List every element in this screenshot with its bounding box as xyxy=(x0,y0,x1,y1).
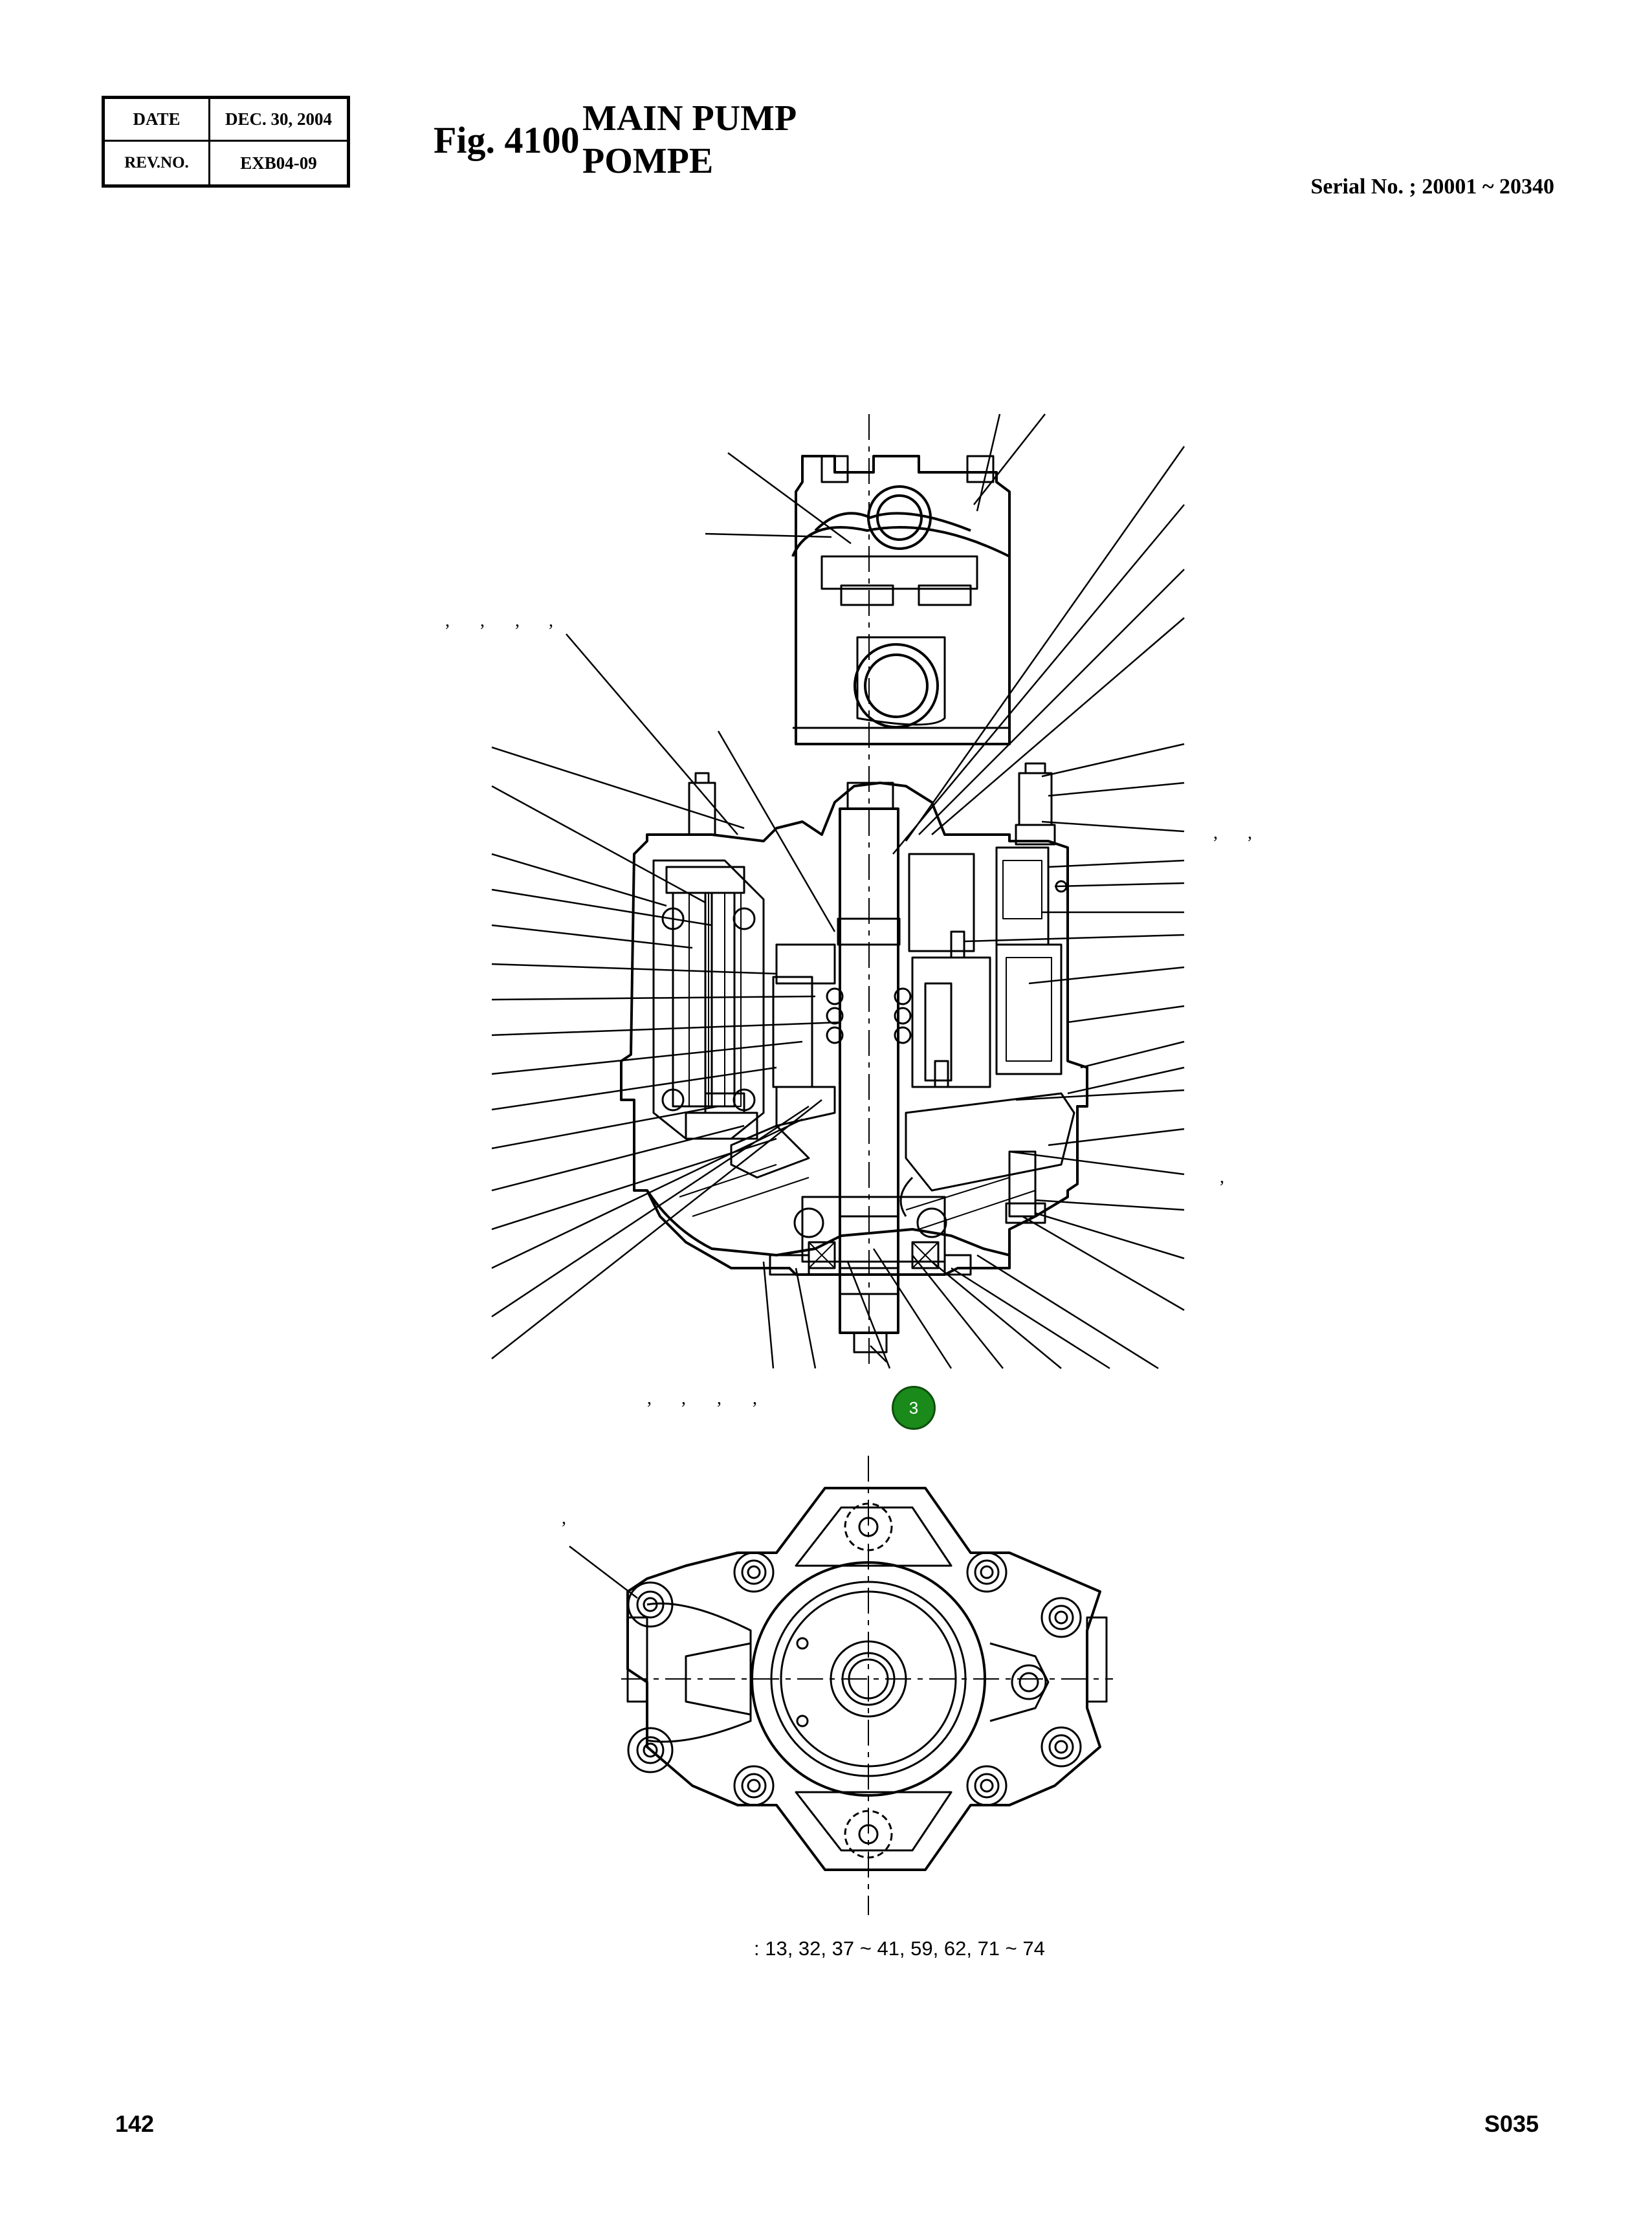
title-french: POMPE xyxy=(582,141,714,181)
rev-value: EXB04-09 xyxy=(240,153,317,173)
serial-range: Serial No. ; 20001 ~ 20340 xyxy=(1310,175,1554,199)
mark-11: , xyxy=(753,1388,757,1408)
mark-6: , xyxy=(1248,823,1252,843)
mark-10: , xyxy=(717,1388,721,1408)
mark-9: , xyxy=(681,1388,686,1408)
mark-12: , xyxy=(562,1508,566,1528)
revision-box: DATE DEC. 30, 2004 REV.NO. EXB04-09 xyxy=(102,96,350,188)
mark-5: , xyxy=(1213,823,1218,843)
mark-8: , xyxy=(647,1388,652,1408)
mark-1: , xyxy=(445,611,450,631)
mark-4: , xyxy=(549,611,553,631)
callout-marker[interactable]: 3 xyxy=(892,1386,936,1430)
title-english: MAIN PUMP xyxy=(582,98,797,138)
mark-2: , xyxy=(480,611,485,631)
section-code: S035 xyxy=(1484,2110,1539,2137)
title-block: MAIN PUMP POMPE xyxy=(582,97,797,182)
parts-note: : 13, 32, 37 ~ 41, 59, 62, 71 ~ 74 xyxy=(754,1937,1045,1960)
mark-7: , xyxy=(1220,1167,1224,1187)
rev-label: REV.NO. xyxy=(105,142,210,184)
figure-number: Fig. 4100 xyxy=(434,119,580,161)
page-number: 142 xyxy=(115,2110,155,2137)
date-label: DATE xyxy=(105,99,210,142)
date-value: DEC. 30, 2004 xyxy=(210,99,347,142)
mark-3: , xyxy=(515,611,520,631)
